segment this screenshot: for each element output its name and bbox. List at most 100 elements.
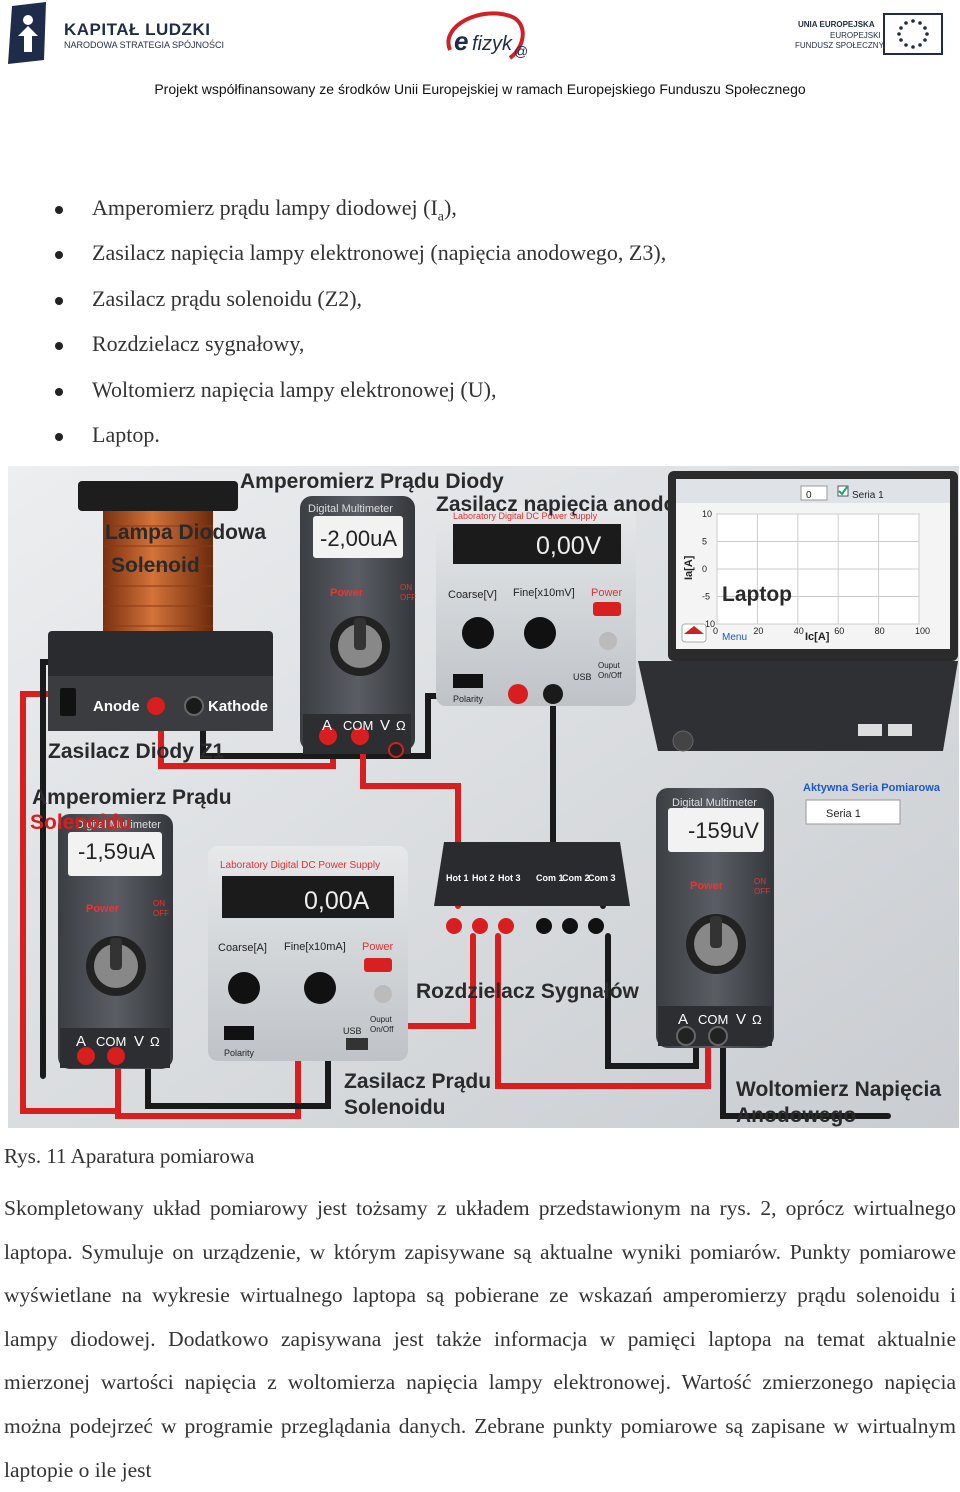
meter-right-on: ON xyxy=(754,877,766,886)
meter-right-reading: -159uV xyxy=(688,818,759,843)
label-sol-supply-1: Zasilacz Prądu xyxy=(344,1070,491,1093)
label-series-active: Aktywna Seria Pomiarowa xyxy=(803,782,941,794)
label-amp-solenoid-1: Amperomierz Prądu xyxy=(32,786,232,809)
psu-bottom-reading: 0,00A xyxy=(304,887,370,915)
psu-bottom-output: Ouput xyxy=(370,1015,393,1024)
psu-bottom-brand: Laboratory Digital DC Power Supply xyxy=(220,860,380,871)
cofinance-note: Projekt współfinansowany ze środków Unii… xyxy=(154,81,806,97)
psu-top-fine: Fine[x10mV] xyxy=(513,587,575,599)
meter-left-on: ON xyxy=(153,899,165,908)
label-anode: Anode xyxy=(93,698,140,715)
meter-right-power: Power xyxy=(690,880,724,892)
psu-bottom-polarity: Polarity xyxy=(224,1048,255,1058)
meter-left-com: COM xyxy=(96,1034,126,1049)
meter-top-reading: -2,00uA xyxy=(320,526,397,551)
meter-right-brand: Digital Multimeter xyxy=(672,797,757,809)
list-item: Zasilacz prądu solenoidu (Z2), xyxy=(0,286,960,331)
chart-ytick-label: -5 xyxy=(702,592,710,602)
label-lamp: Lampa Diodowa xyxy=(105,521,266,544)
label-solenoid: Solenoid xyxy=(111,554,200,577)
label-amp-solenoid-2: Solenoidu xyxy=(30,811,132,834)
psu-bottom-power: Power xyxy=(362,941,394,953)
label-volt-1: Woltomierz Napięcia xyxy=(736,1078,941,1101)
chart-ytick-label: 10 xyxy=(702,509,712,519)
chart-xtick-label: 100 xyxy=(915,626,930,636)
meter-left-off: OFF xyxy=(153,909,169,918)
eu-line-2: EUROPEJSKI xyxy=(830,31,881,40)
label-laptop: Laptop xyxy=(722,583,792,606)
eu-line-1: UNIA EUROPEJSKA xyxy=(798,20,875,29)
psu-top-power: Power xyxy=(591,587,623,599)
psu-top-coarse: Coarse[V] xyxy=(448,589,497,601)
meter-right-com: COM xyxy=(698,1012,728,1027)
chart-ytick-label: -10 xyxy=(702,619,715,629)
psu-bottom-usb: USB xyxy=(343,1026,362,1036)
efizyka-logo-icon: e fizyk @ xyxy=(446,11,528,60)
meter-left-a: A xyxy=(76,1033,86,1050)
list-item: Amperomierz prądu lampy diodowej (Ia), xyxy=(0,195,960,240)
bullet-icon xyxy=(55,432,63,441)
equipment-list: Amperomierz prądu lampy diodowej (Ia), Z… xyxy=(0,195,960,467)
multimeter-diode xyxy=(300,496,415,758)
signal-splitter xyxy=(434,842,630,934)
psu-bottom-onoff: On/Off xyxy=(370,1025,394,1034)
kapital-ludzki-subtitle: NARODOWA STRATEGIA SPÓJNOŚCI xyxy=(64,40,225,50)
label-sol-supply-2: Solenoidu xyxy=(344,1096,446,1119)
series-select-value: Seria 1 xyxy=(826,808,861,820)
laptop-ylabel: Ia[A] xyxy=(683,555,695,580)
list-item: Rozdzielacz sygnałowy, xyxy=(0,331,960,376)
home-icon xyxy=(681,623,707,643)
meter-left-v: V xyxy=(134,1033,144,1050)
psu-bottom-fine: Fine[x10mA] xyxy=(284,941,346,953)
eu-line-3: FUNDUSZ SPOŁECZNY xyxy=(795,41,884,50)
meter-top-brand: Digital Multimeter xyxy=(308,503,393,515)
kapital-ludzki-logo-icon xyxy=(8,2,46,64)
bullet-icon xyxy=(55,387,63,396)
meter-top-a: A xyxy=(322,717,332,734)
meter-right-a: A xyxy=(678,1011,688,1028)
chart-xtick-label: 80 xyxy=(875,626,885,636)
list-item: Laptop. xyxy=(0,422,960,467)
bullet-icon xyxy=(55,206,63,214)
psu-solenoid xyxy=(208,846,408,1061)
page-header: KAPITAŁ LUDZKI NARODOWA STRATEGIA SPÓJNO… xyxy=(0,0,960,110)
bullet-icon xyxy=(55,251,63,260)
label-diode-supply: Zasilacz Diody Z1 xyxy=(48,740,225,763)
splitter-port-label: Hot 2 xyxy=(472,873,495,883)
chart-ytick-label: 0 xyxy=(702,564,707,574)
psu-top-brand: Laboratory Digital DC Power Supply xyxy=(453,511,598,521)
meter-top-com: COM xyxy=(343,718,373,733)
meter-top-ohm: Ω xyxy=(396,718,406,733)
splitter-port-label: Com 2 xyxy=(562,873,590,883)
list-item: Zasilacz napięcia lampy elektronowej (na… xyxy=(0,240,960,285)
psu-top-output: Ouput xyxy=(598,661,621,670)
meter-left-brand: Digital Multimeter xyxy=(76,819,161,831)
meter-right-v: V xyxy=(736,1011,746,1028)
meter-top-on: ON xyxy=(400,583,412,592)
splitter-port-label: Com 1 xyxy=(536,873,564,883)
meter-left-reading: -1,59uA xyxy=(78,839,155,864)
label-kathode: Kathode xyxy=(208,698,268,715)
meter-left-power: Power xyxy=(86,903,120,915)
meter-left-ohm: Ω xyxy=(150,1034,160,1049)
series-select[interactable] xyxy=(805,799,901,825)
chart-xtick-label: 0 xyxy=(713,626,718,636)
solenoid-lamp xyxy=(48,481,273,731)
multimeter-solenoid xyxy=(58,814,173,1069)
splitter-port-label: Hot 1 xyxy=(446,873,469,883)
laptop-series-checkbox-label: Seria 1 xyxy=(852,490,884,501)
body-paragraph: Skompletowany układ pomiarowy jest tożsa… xyxy=(4,1196,956,1482)
chart-xtick-label: 20 xyxy=(753,626,763,636)
figure-caption: Rys. 11 Aparatura pomiarowa xyxy=(4,1144,255,1168)
chart-xtick-label: 60 xyxy=(834,626,844,636)
psu-top-onoff: On/Off xyxy=(598,671,622,680)
laptop-xlabel: Ic[A] xyxy=(805,631,830,643)
psu-top-usb: USB xyxy=(573,672,592,682)
meter-right-ohm: Ω xyxy=(752,1012,762,1027)
apparatus-figure: Lampa Diodowa Solenoid Anode Kathode Zas… xyxy=(8,466,959,1128)
bullet-icon xyxy=(55,342,63,351)
meter-top-off: OFF xyxy=(400,593,416,602)
